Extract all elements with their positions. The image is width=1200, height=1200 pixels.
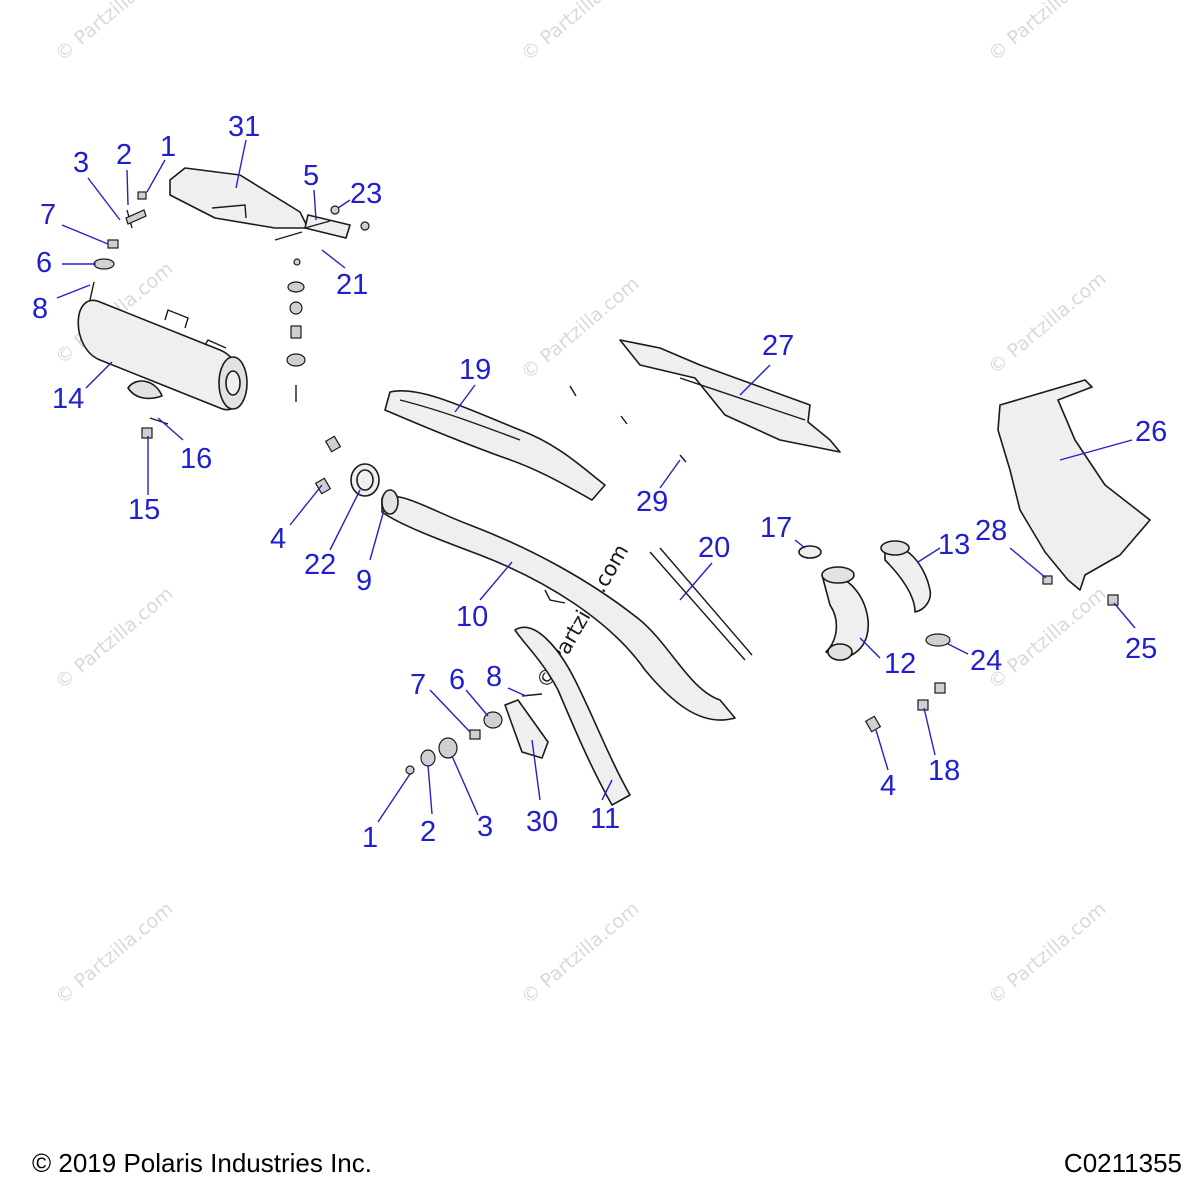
watermark: © Partzilla.com xyxy=(51,0,177,66)
part-elbow-12 xyxy=(821,573,869,659)
callout-1-lower: 1 xyxy=(362,822,378,854)
callout-11: 11 xyxy=(590,803,620,835)
part-bracket-30 xyxy=(504,699,549,759)
part-tab xyxy=(544,589,566,604)
part-line xyxy=(399,399,521,441)
copyright-text: © 2019 Polaris Industries Inc. xyxy=(32,1148,372,1178)
callout-31: 31 xyxy=(228,111,260,143)
part-line xyxy=(211,204,247,219)
part-elbow-13-inlet xyxy=(880,540,910,556)
part-bolt-21 xyxy=(304,220,331,229)
callout-7-lower: 7 xyxy=(410,669,426,701)
callout-1: 1 xyxy=(160,131,176,163)
callout-18: 18 xyxy=(928,755,960,787)
part-heat-shield-19 xyxy=(384,390,606,501)
watermark: © Partzilla.com xyxy=(984,268,1110,379)
callout-13: 13 xyxy=(938,529,970,561)
part-gasket-17 xyxy=(798,545,822,559)
part-heat-shield-26 xyxy=(997,379,1151,591)
callout-30: 30 xyxy=(526,806,558,838)
callout-15: 15 xyxy=(128,494,160,526)
callout-10: 10 xyxy=(456,601,488,633)
callout-3-lower: 3 xyxy=(477,811,493,843)
callout-25: 25 xyxy=(1125,633,1157,665)
callout-19: 19 xyxy=(459,354,491,386)
callout-12: 12 xyxy=(884,648,916,680)
callout-28: 28 xyxy=(975,515,1007,547)
part-bolt xyxy=(274,231,303,241)
callout-4-lower: 4 xyxy=(880,770,896,802)
part-elbow-13 xyxy=(884,545,932,613)
callout-23: 23 xyxy=(350,178,382,210)
part-spring-4 xyxy=(314,477,332,495)
part-heat-shield-27 xyxy=(619,339,841,453)
callout-3: 3 xyxy=(73,147,89,179)
part-bracket-5 xyxy=(304,214,351,239)
callout-17: 17 xyxy=(760,512,792,544)
part-flange-9 xyxy=(381,489,399,515)
callout-21: 21 xyxy=(336,269,368,301)
callout-7: 7 xyxy=(40,199,56,231)
part-sleeve-24 xyxy=(925,633,951,647)
part-mount-stack xyxy=(286,258,306,402)
part-bolt-18 xyxy=(934,682,946,694)
callout-9: 9 xyxy=(356,565,372,597)
part-bolt xyxy=(620,415,628,425)
part-small-hardware-upper xyxy=(89,191,147,301)
callout-14: 14 xyxy=(52,383,84,415)
callout-26: 26 xyxy=(1135,416,1167,448)
part-spring-4b xyxy=(864,715,882,733)
part-bolt xyxy=(569,385,577,397)
watermark: © Partzilla.com xyxy=(984,0,1110,66)
part-gasket-inner xyxy=(356,469,374,491)
callout-16: 16 xyxy=(180,443,212,475)
part-spring-16 xyxy=(149,417,169,425)
part-head-pipe-10 xyxy=(381,495,736,721)
drawing-code: C0211355 xyxy=(1063,1148,1182,1178)
part-line xyxy=(679,377,806,421)
part-muffler-14 xyxy=(77,299,248,411)
watermark: © Partzilla.com xyxy=(984,898,1110,1009)
part-clip-15 xyxy=(141,427,153,439)
watermark: © Partzilla.com xyxy=(51,898,177,1009)
callout-2: 2 xyxy=(116,139,132,171)
part-clip-25 xyxy=(1107,594,1119,606)
part-nut-23 xyxy=(330,205,340,215)
part-elbow-12-outlet xyxy=(827,643,853,661)
part-bracket-20 xyxy=(649,547,753,661)
callout-labels: 31 1 2 3 7 6 8 5 23 21 14 16 15 19 27 26… xyxy=(32,111,1167,854)
callout-22: 22 xyxy=(304,549,336,581)
callout-2-lower: 2 xyxy=(420,816,436,848)
watermark: © Partzilla.com xyxy=(984,583,1110,694)
watermark: © Partzilla.com xyxy=(517,0,643,66)
part-clip-28 xyxy=(1042,575,1053,585)
callout-24: 24 xyxy=(970,645,1002,677)
leader-lines xyxy=(56,139,1136,823)
callout-8: 8 xyxy=(32,293,48,325)
callout-4: 4 xyxy=(270,523,286,555)
part-elbow-12-inlet xyxy=(821,566,855,584)
watermark: © Partzilla.com xyxy=(517,273,643,384)
part-pipe-11 xyxy=(514,626,631,806)
callout-20: 20 xyxy=(698,532,730,564)
part-small-hardware-lower xyxy=(405,693,543,775)
part-bolt-29 xyxy=(679,454,687,463)
watermark-layer: © Partzilla.com © Partzilla.com © Partzi… xyxy=(51,0,1110,1009)
callout-29: 29 xyxy=(636,486,668,518)
callout-6: 6 xyxy=(36,247,52,279)
watermark: © Partzilla.com xyxy=(51,583,177,694)
callout-6-lower: 6 xyxy=(449,664,465,696)
part-nut xyxy=(360,221,370,231)
part-bolt-18b xyxy=(917,699,929,711)
watermark: © Partzilla.com xyxy=(517,898,643,1009)
callout-27: 27 xyxy=(762,330,794,362)
callout-8-lower: 8 xyxy=(486,661,502,693)
part-spring xyxy=(324,435,342,453)
callout-5: 5 xyxy=(303,160,319,192)
